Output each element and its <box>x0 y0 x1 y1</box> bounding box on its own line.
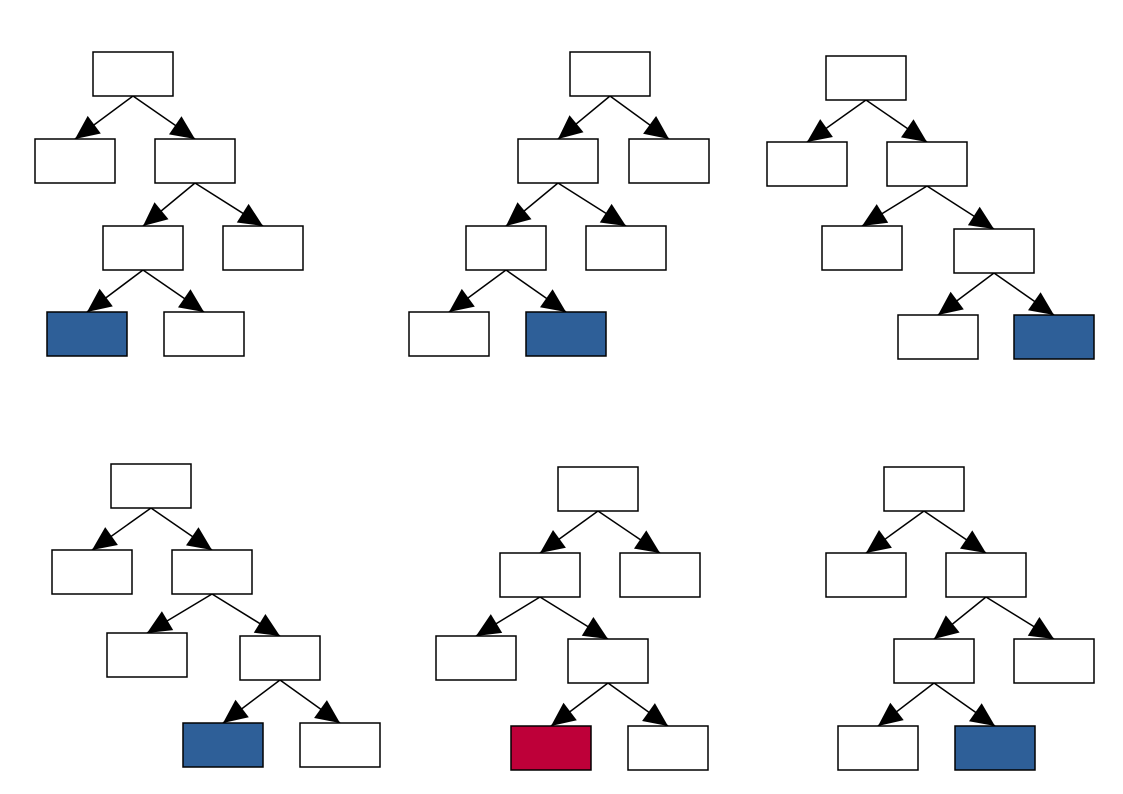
tree-node-l1a <box>517 138 599 184</box>
tree-node-l2b <box>222 225 304 271</box>
arrowhead-l1b-l2b <box>1027 617 1054 639</box>
tree-node-l3a <box>182 722 264 768</box>
tree-node-l1a <box>51 549 133 595</box>
arrowhead-root-l1b <box>186 527 212 550</box>
tree-node-l2b <box>1013 638 1095 684</box>
tree-node-root <box>92 51 174 97</box>
tree-node-l2b <box>239 635 321 681</box>
tree-node-l2b <box>567 638 649 684</box>
arrowhead-l1a-l2b <box>581 617 608 639</box>
arrowhead-root-l1a <box>92 527 118 550</box>
tree-node-l2a <box>465 225 547 271</box>
arrowhead-l1b-l2b <box>967 206 994 229</box>
tree-node-l3b <box>627 725 709 771</box>
arrowhead-l2a-l3b <box>178 289 204 312</box>
tree-node-l1a <box>766 141 848 187</box>
tree-node-l1b <box>619 552 701 598</box>
arrowhead-l2b-l3a <box>551 702 577 726</box>
tree-node-l3b <box>163 311 245 357</box>
tree-node-l3b <box>1013 314 1095 360</box>
tree-node-l2a <box>106 632 188 678</box>
arrowhead-l2a-l3a <box>87 288 113 312</box>
tree-6 <box>825 466 1095 771</box>
arrowhead-root-l1a <box>75 115 101 139</box>
tree-node-l2a <box>102 225 184 271</box>
arrowhead-root-l1a <box>540 530 566 553</box>
arrowhead-l2a-l3a <box>878 702 904 726</box>
tree-node-l2a <box>821 225 903 271</box>
tree-node-l1a <box>825 552 907 598</box>
tree-node-l3a <box>897 314 979 360</box>
tree-3 <box>766 55 1095 360</box>
arrowhead-l1a-l2a <box>476 614 503 636</box>
tree-node-l3a <box>510 725 592 771</box>
arrowhead-l1b-l2b <box>236 203 263 226</box>
tree-node-l1b <box>154 138 236 184</box>
tree-node-l1b <box>886 141 968 187</box>
tree-node-l3b <box>299 722 381 768</box>
arrowhead-l1a-l2b <box>599 203 626 226</box>
tree-node-l2b <box>953 228 1035 274</box>
tree-node-root <box>569 51 651 97</box>
tree-node-l1a <box>499 552 581 598</box>
tree-node-root <box>557 466 639 512</box>
tree-node-l3a <box>837 725 919 771</box>
arrowhead-root-l1b <box>960 530 986 553</box>
arrowhead-l2b-l3b <box>1028 292 1054 315</box>
arrowhead-l2b-l3a <box>223 699 249 723</box>
arrowhead-root-l1b <box>169 116 195 139</box>
arrowhead-root-l1b <box>643 116 669 139</box>
arrowhead-root-l1a <box>558 115 584 139</box>
tree-1 <box>34 51 304 357</box>
arrowhead-l1b-l2b <box>253 614 280 636</box>
arrowhead-root-l1a <box>807 119 833 142</box>
arrowhead-l2a-l3a <box>449 288 475 312</box>
arrowhead-l1b-l2a <box>143 202 169 226</box>
arrowhead-l2b-l3b <box>314 700 340 723</box>
tree-node-root <box>110 463 192 509</box>
arrowhead-root-l1b <box>634 530 660 553</box>
tree-node-l3a <box>408 311 490 357</box>
arrowhead-l2b-l3a <box>938 291 964 315</box>
arrowhead-l1a-l2a <box>506 202 532 226</box>
tree-2 <box>408 51 710 357</box>
tree-node-l3b <box>954 725 1036 771</box>
arrowhead-l1b-l2a <box>147 611 174 633</box>
tree-node-l3b <box>525 311 607 357</box>
tree-node-l2a <box>893 638 975 684</box>
tree-node-l1b <box>628 138 710 184</box>
tree-node-root <box>825 55 907 101</box>
tree-node-l1b <box>945 552 1027 598</box>
tree-node-root <box>883 466 965 512</box>
tree-5 <box>435 466 709 771</box>
arrowhead-l2a-l3b <box>540 289 566 312</box>
arrowhead-l2a-l3b <box>969 703 995 726</box>
tree-node-l3a <box>46 311 128 357</box>
arrowhead-l1b-l2a <box>862 204 889 226</box>
arrowhead-root-l1a <box>866 530 892 553</box>
arrowhead-l1b-l2a <box>934 615 960 639</box>
tree-node-l2b <box>585 225 667 271</box>
arrowhead-l2b-l3b <box>642 703 668 726</box>
arrowhead-root-l1b <box>901 119 927 142</box>
tree-node-l1a <box>34 138 116 184</box>
tree-node-l1b <box>171 549 253 595</box>
tree-4 <box>51 463 381 768</box>
tree-node-l2a <box>435 635 517 681</box>
